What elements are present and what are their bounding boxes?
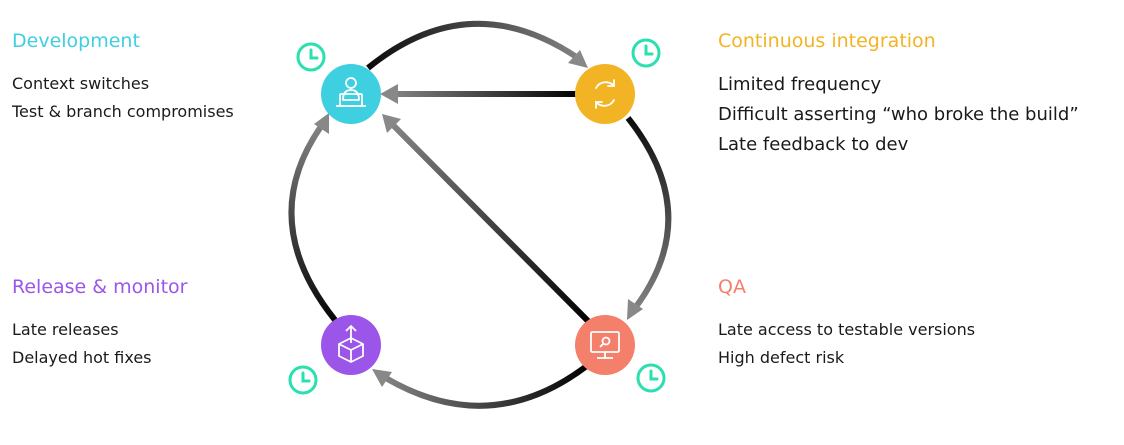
qa-title: QA xyxy=(718,276,746,298)
arrow-ci-to-qa xyxy=(625,116,672,320)
ci-node xyxy=(575,64,635,124)
release-item: Late releases xyxy=(12,320,119,339)
developer-icon xyxy=(336,77,366,107)
qa-block: QA Late access to testable versions High… xyxy=(718,275,975,372)
development-node xyxy=(321,64,381,124)
arrow-ci-to-dev xyxy=(380,84,578,104)
clock-icon xyxy=(288,365,318,395)
release-title: Release & monitor xyxy=(12,276,188,298)
box-upload-icon xyxy=(338,325,364,363)
ci-block: Continuous integration Limited frequency… xyxy=(718,29,1079,160)
qa-node xyxy=(575,315,635,375)
refresh-icon xyxy=(595,79,615,109)
development-item: Context switches xyxy=(12,74,150,93)
ci-title: Continuous integration xyxy=(718,30,936,52)
qa-item: High defect risk xyxy=(718,348,845,367)
clock-icon xyxy=(636,363,666,393)
clock-icon xyxy=(296,42,326,72)
arrow-qa-to-dev xyxy=(382,114,595,328)
ci-item: Difficult asserting “who broke the build… xyxy=(718,104,1079,125)
clock-icon xyxy=(631,38,661,68)
development-block: Development Context switches Test & bran… xyxy=(12,29,234,126)
monitor-search-icon xyxy=(590,331,620,359)
arrow-release-to-dev xyxy=(288,113,338,322)
development-title: Development xyxy=(12,30,140,52)
release-item: Delayed hot fixes xyxy=(12,348,152,367)
release-node xyxy=(321,315,381,375)
qa-item: Late access to testable versions xyxy=(718,320,976,339)
ci-item: Limited frequency xyxy=(718,74,882,95)
development-item: Test & branch compromises xyxy=(12,102,234,121)
release-block: Release & monitor Late releases Delayed … xyxy=(12,275,187,372)
ci-item: Late feedback to dev xyxy=(718,134,909,155)
arrow-qa-to-release xyxy=(372,362,590,409)
arrow-dev-to-ci xyxy=(366,20,588,71)
